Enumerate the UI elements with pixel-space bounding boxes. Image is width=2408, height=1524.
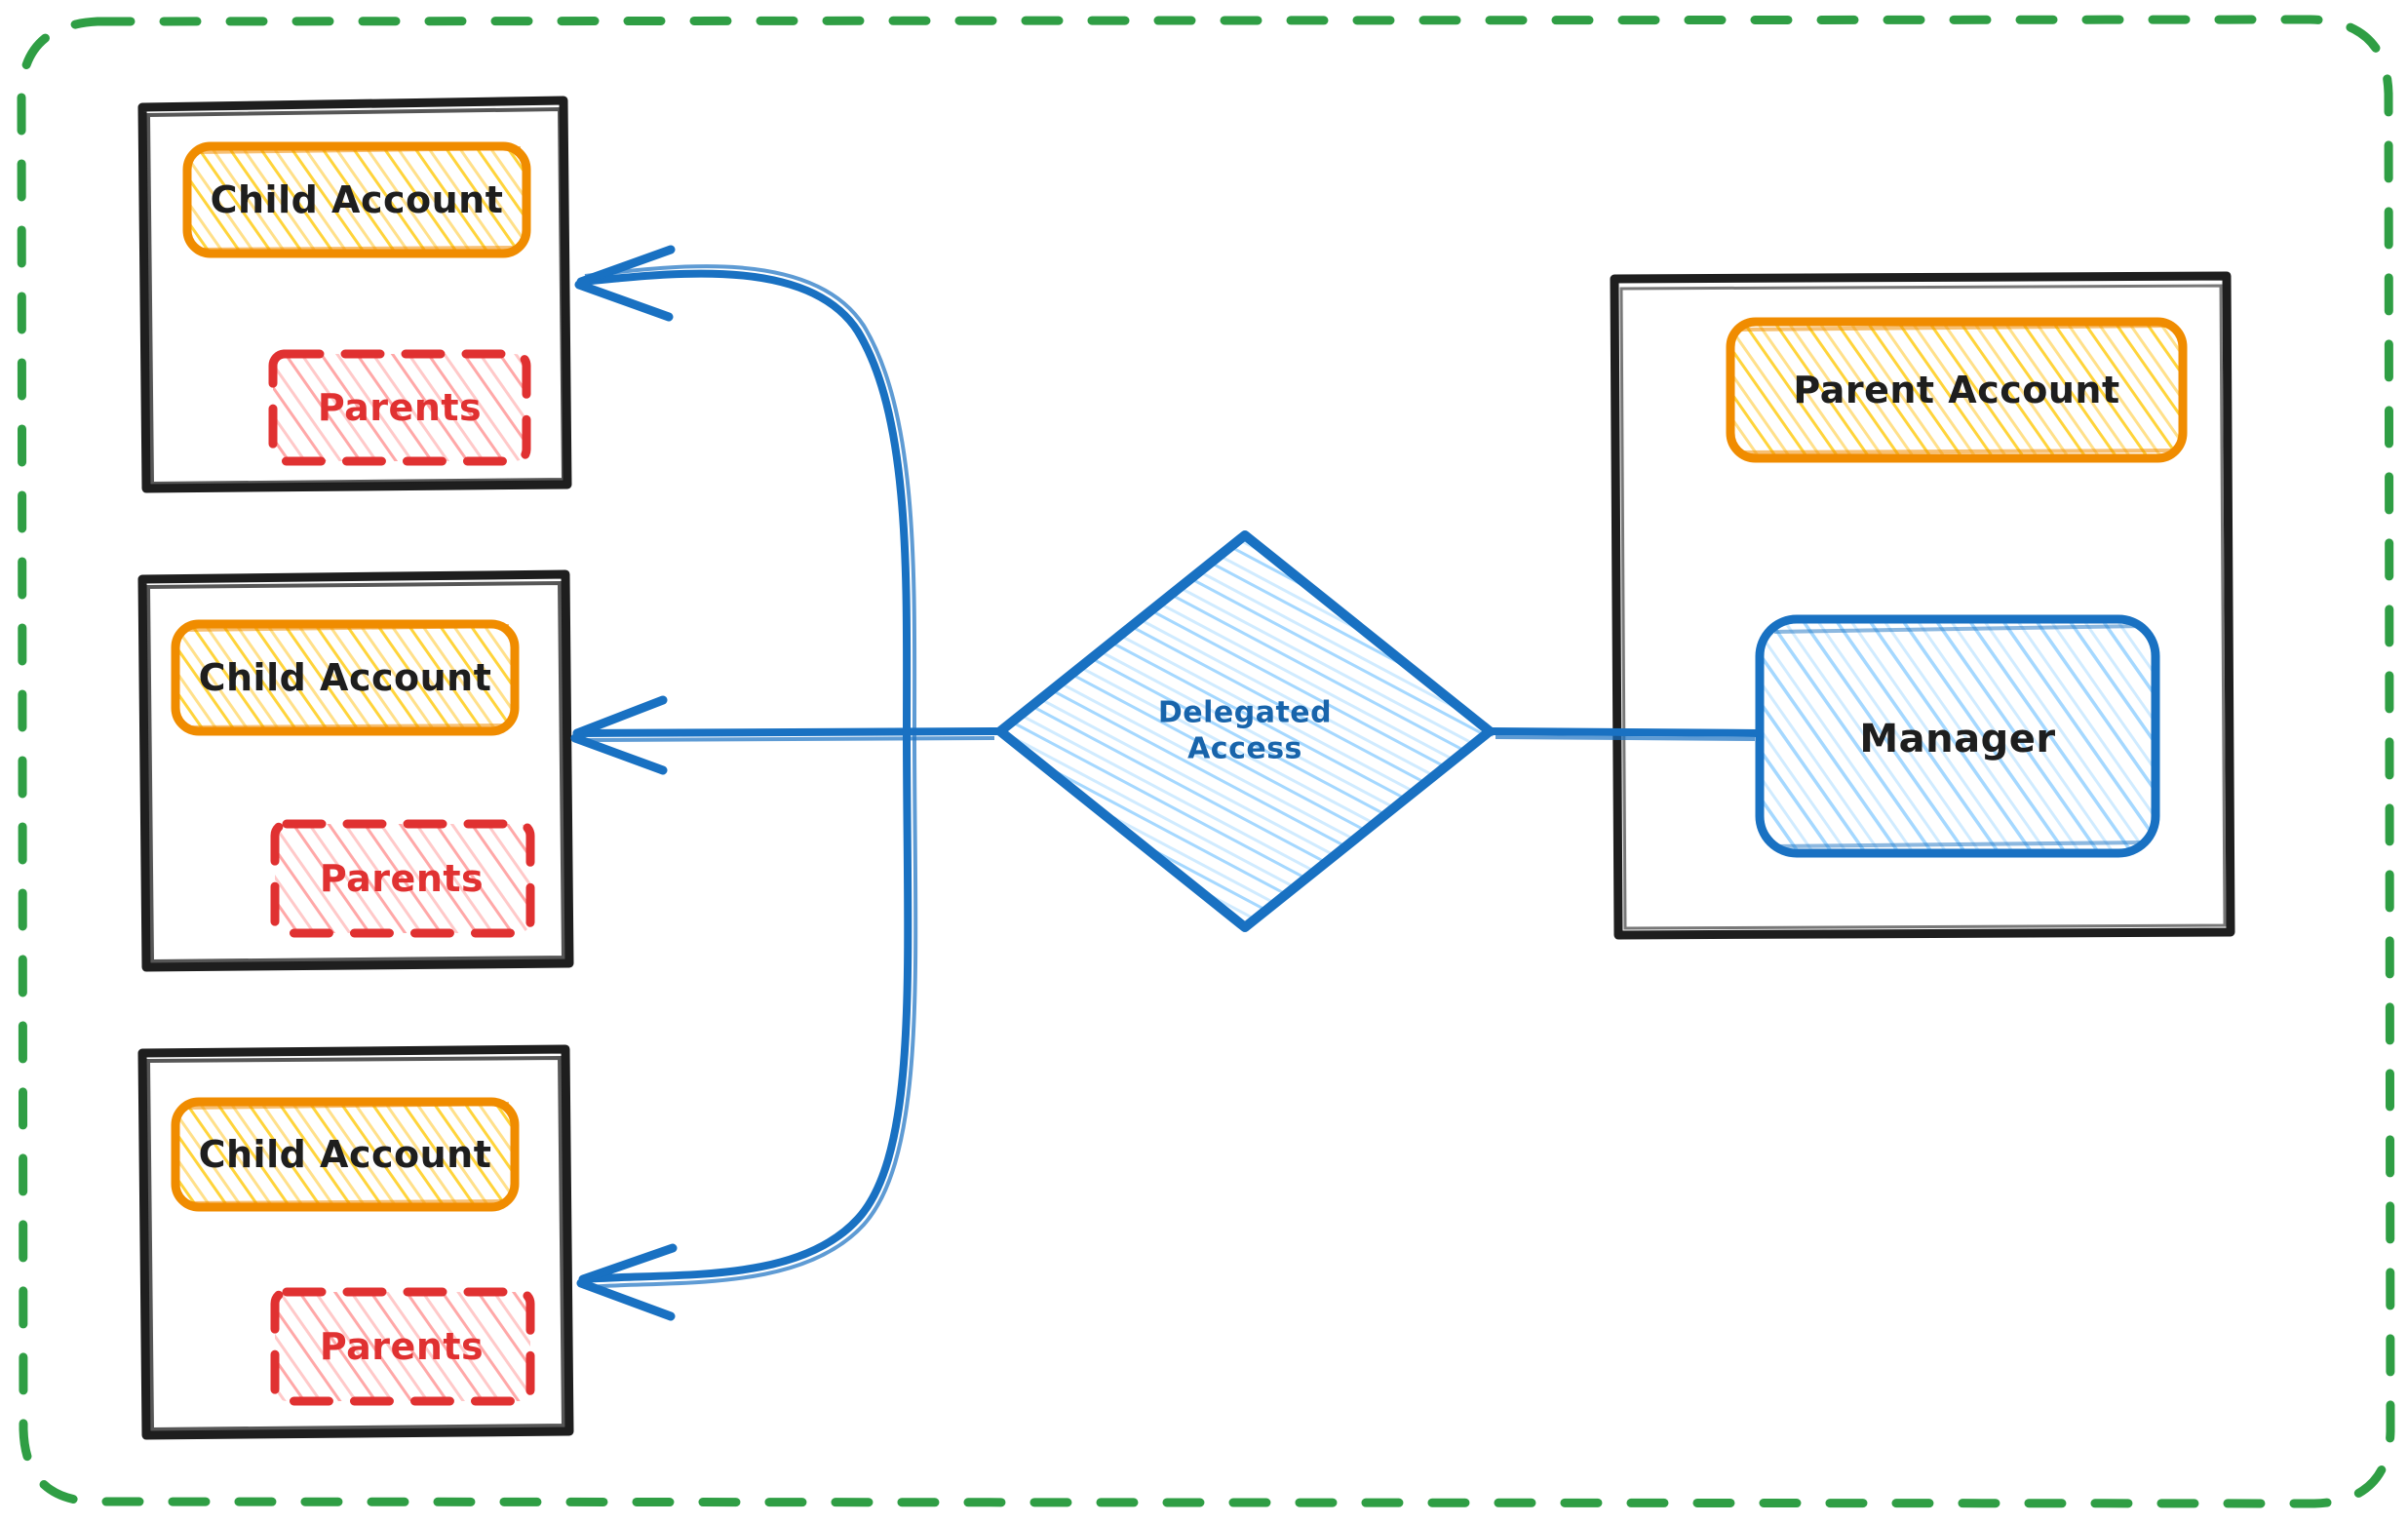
child-account-container-3[interactable] — [137, 1044, 574, 1440]
parent-account-container[interactable] — [1610, 271, 2235, 940]
connector-delegated-to-child-1 — [574, 245, 917, 737]
connector-delegated-to-child-3 — [576, 729, 918, 1321]
connector-delegated-to-child-2 — [570, 695, 1004, 775]
delegated-access-decision[interactable] — [992, 527, 1499, 936]
child-account-container-1[interactable] — [137, 96, 572, 493]
connector-manager-to-delegated — [1486, 727, 1764, 741]
child-account-container-2[interactable] — [137, 569, 574, 972]
organization-boundary — [17, 15, 2395, 1508]
